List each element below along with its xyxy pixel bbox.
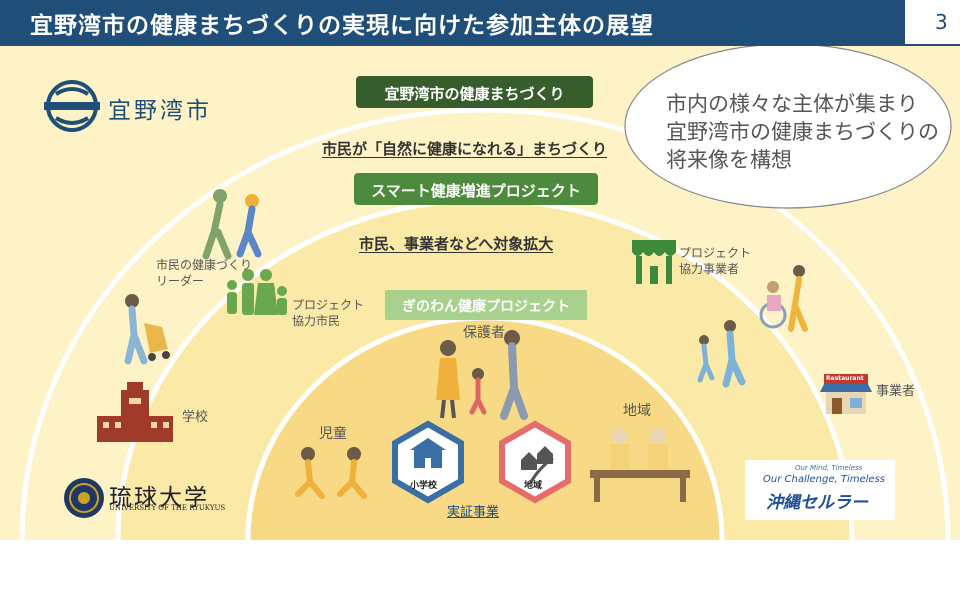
guardian-family-icon [436, 330, 528, 420]
bubble-line-1: 市内の様々な主体が集まり [666, 92, 918, 116]
middle-badge [354, 173, 598, 205]
coop-business-label-2: 協力事業者 [679, 262, 740, 276]
community-badge-label: 地域 [524, 481, 543, 491]
school-building-icon [97, 382, 173, 442]
elderly-couple-bench-icon [590, 428, 690, 502]
middle-tier-text: 市民、事業者などへ対象拡大 [359, 235, 554, 253]
wheelchair-icon [759, 265, 808, 332]
coop-citizens-label-1: プロジェクト [292, 298, 365, 312]
cellular-tagline-2: Our Challenge, Timeless [763, 474, 885, 485]
walking-people-icon [202, 189, 262, 260]
inner-badge [385, 290, 587, 320]
city-name: 宜野湾市 [108, 98, 212, 124]
guardian-label: 保護者 [463, 325, 505, 341]
inner-badge-label: ぎのわん健康プロジェクト [402, 299, 570, 315]
university-english: UNIVERSITY OF THE RYUKYUS [109, 504, 226, 512]
restaurant-icon [820, 374, 872, 414]
elementary-school-hex-icon [392, 420, 464, 504]
family-icon [227, 269, 287, 315]
cellular-tagline-1: Our Mind, Timeless [795, 464, 863, 472]
children-label: 児童 [319, 426, 347, 442]
cellular-logo-box [745, 460, 895, 520]
parent-child-walking-icon [697, 320, 746, 388]
stroller-person-icon [124, 294, 170, 365]
coop-business-label-1: プロジェクト [679, 246, 752, 260]
demo-project-link[interactable]: 実証事業 [447, 505, 500, 520]
title-bar [0, 0, 905, 44]
outer-badge [356, 76, 593, 108]
arc-diagram [19, 46, 952, 540]
school-label: 学校 [182, 410, 209, 425]
restaurant-sign: Restaurant [826, 375, 864, 382]
business-label: 事業者 [876, 384, 916, 399]
coop-citizens-label-2: 協力市民 [292, 314, 341, 328]
bubble-line-3: 将来像を構想 [666, 148, 792, 172]
slide-body: 宜野湾市 琉球大学 UNIVERSITY OF THE RYUKYUS Our … [0, 46, 960, 540]
elementary-school-badge-label: 小学校 [410, 481, 438, 491]
header-divider [0, 44, 960, 46]
shop-icon [632, 240, 676, 284]
speech-bubble [624, 46, 952, 209]
running-children-icon [295, 447, 367, 499]
bubble-line-2: 宜野湾市の健康まちづくりの [666, 120, 939, 144]
university-emblem-icon [64, 478, 104, 518]
slide-title: 宜野湾市の健康まちづくりの実現に向けた参加主体の展望 [30, 13, 654, 39]
health-leader-label-2: リーダー [156, 274, 205, 288]
page-number: 3 [935, 10, 948, 34]
outer-tier-text: 市民が「自然に健康になれる」まちづくり [322, 140, 608, 158]
outer-badge-label: 宜野湾市の健康まちづくり [384, 85, 565, 103]
university-name: 琉球大学 [109, 485, 209, 511]
cellular-name: 沖縄セルラー [766, 493, 868, 513]
city-emblem-icon [44, 80, 100, 132]
health-leader-label-1: 市民の健康づくり [156, 258, 253, 272]
community-hex-icon [499, 420, 571, 504]
community-label: 地域 [623, 403, 651, 419]
middle-badge-label: スマート健康増進プロジェクト [371, 182, 581, 200]
slide-header: 宜野湾市の健康まちづくりの実現に向けた参加主体の展望 3 [0, 0, 960, 46]
